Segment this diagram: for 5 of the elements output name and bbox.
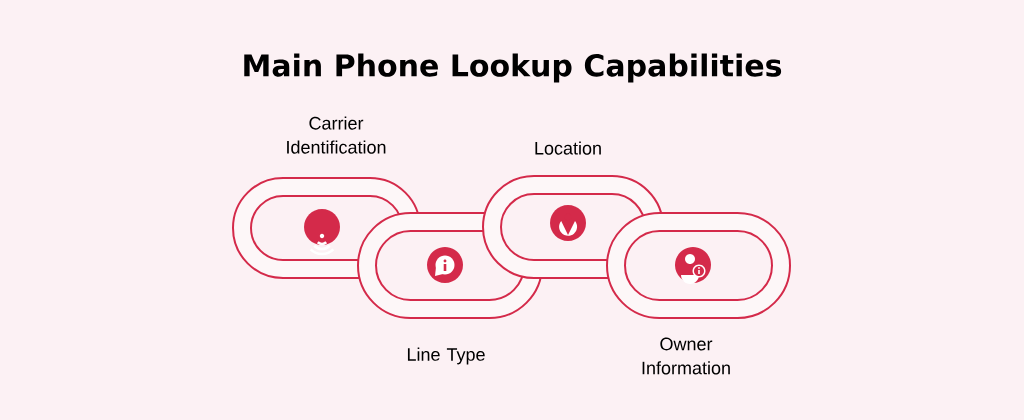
link-label: Location — [535, 141, 601, 155]
link-label: Carrier Identification — [287, 116, 386, 154]
link-label: Owner Information — [642, 337, 730, 375]
link-label: Line Type — [407, 347, 485, 365]
title: Main Phone Lookup Capabilities — [244, 53, 782, 83]
